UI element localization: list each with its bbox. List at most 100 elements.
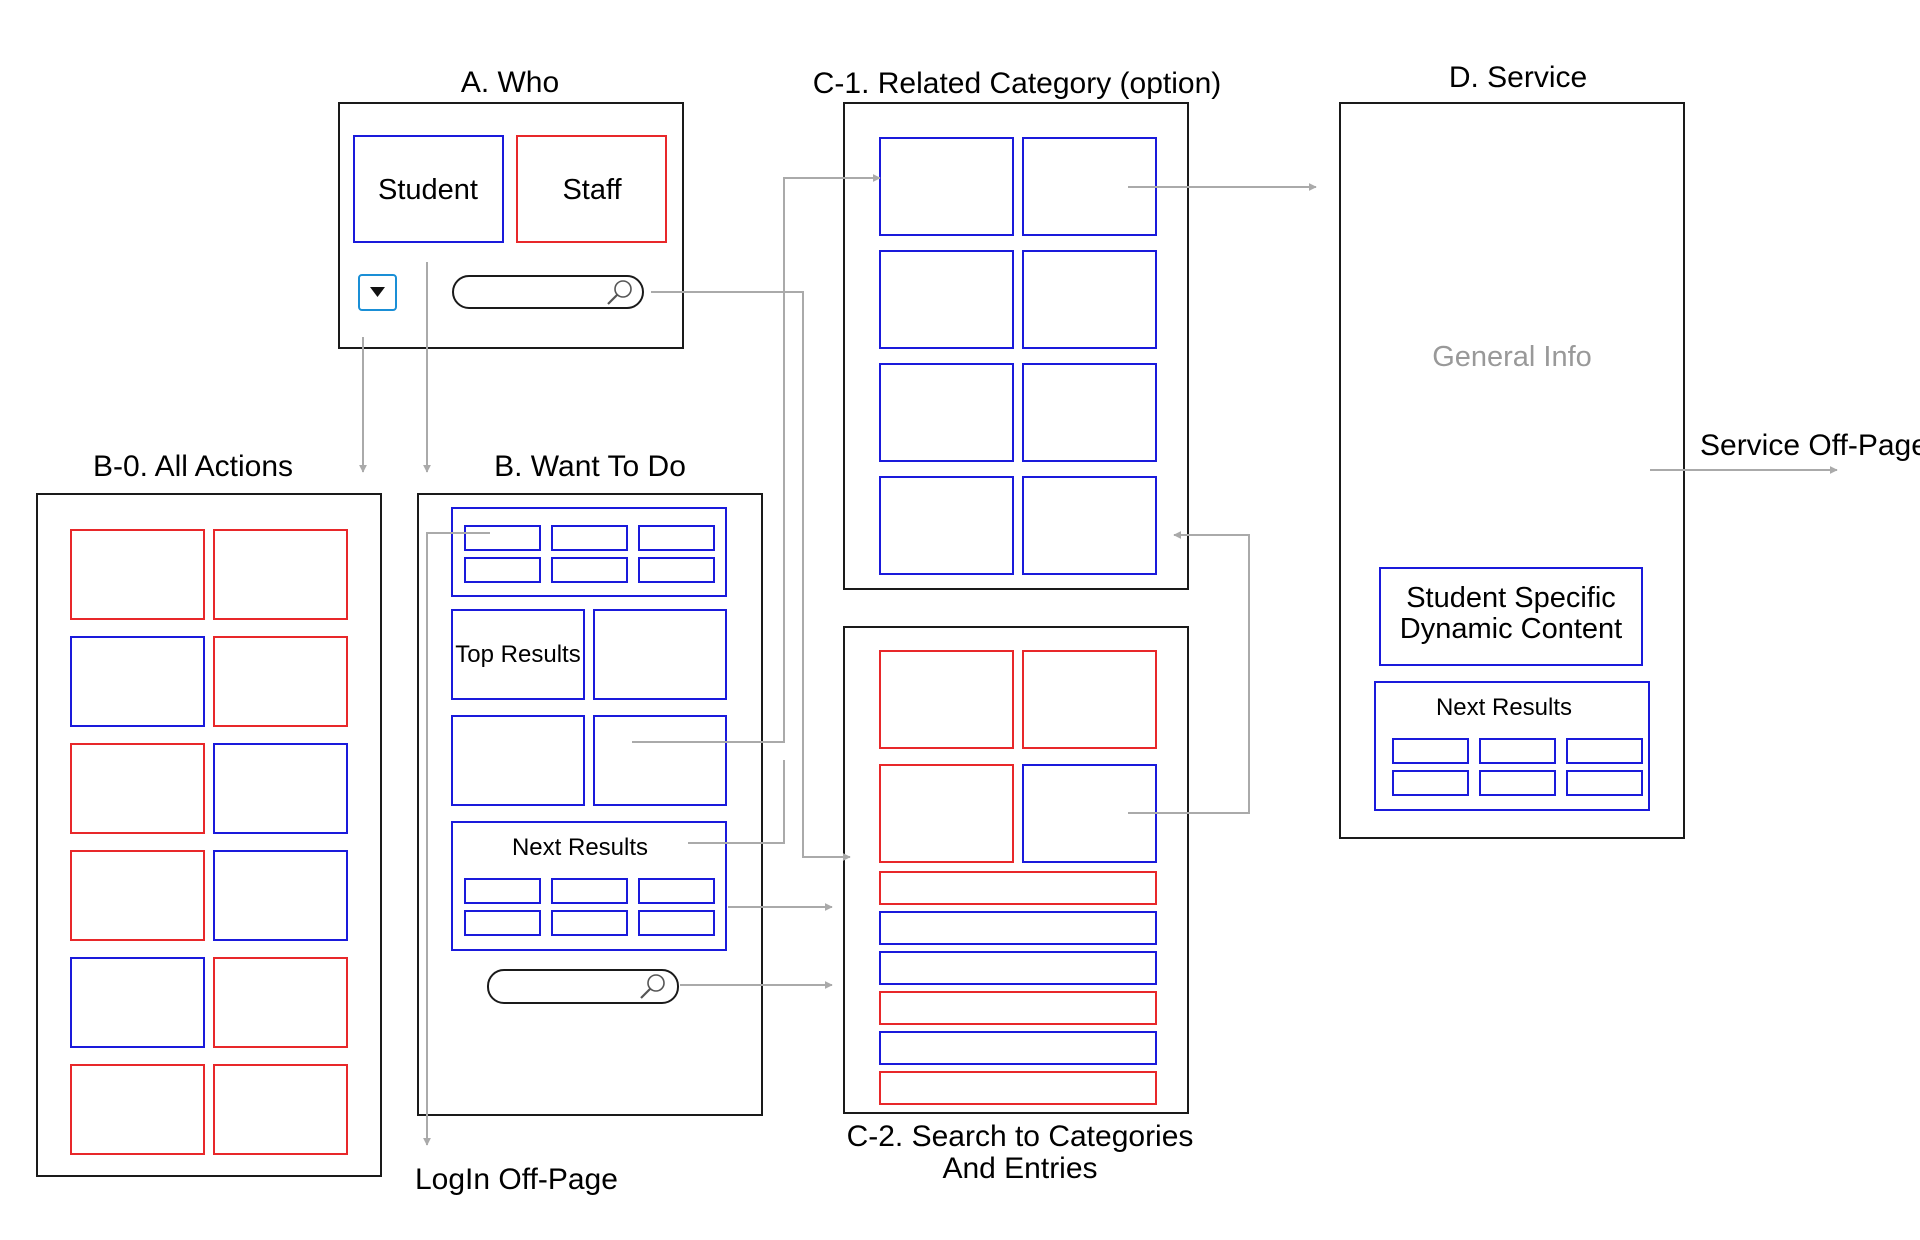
category-tile[interactable]: [879, 137, 1014, 236]
connectors: [359, 174, 1838, 1146]
search-input[interactable]: [452, 275, 644, 309]
want-to-do-frame: [417, 493, 763, 1116]
category-tile[interactable]: [879, 363, 1014, 462]
next-result-link[interactable]: [638, 910, 715, 936]
quick-link[interactable]: [551, 557, 628, 583]
category-tile[interactable]: [1022, 250, 1157, 349]
all-actions-frame: [36, 493, 382, 1177]
action-tile[interactable]: [213, 957, 348, 1048]
search-entry-rows: [879, 871, 1157, 1105]
search-results-title-line1: C-2. Search to Categories: [847, 1120, 1194, 1153]
all-actions-panel: [36, 493, 382, 1177]
general-info-label: General Info: [1432, 341, 1592, 373]
entry-row[interactable]: [879, 1031, 1157, 1065]
want-to-do-title: B. Want To Do: [494, 450, 686, 483]
next-result-link[interactable]: [638, 878, 715, 904]
quick-link[interactable]: [638, 525, 715, 551]
next-result-link[interactable]: [1479, 770, 1556, 796]
search-category-tiles: [879, 650, 1157, 863]
dynamic-content-line2: Dynamic Content: [1400, 613, 1622, 645]
action-tile[interactable]: [213, 743, 348, 834]
login-offpage-label: LogIn Off-Page: [415, 1163, 618, 1196]
entry-row[interactable]: [879, 991, 1157, 1025]
staff-card[interactable]: [516, 135, 667, 243]
want-to-do-search-bar[interactable]: [487, 969, 679, 1004]
student-card[interactable]: [353, 135, 504, 243]
top-result-card-4[interactable]: [593, 715, 727, 806]
action-tile[interactable]: [70, 1064, 205, 1155]
next-result-link[interactable]: [1566, 738, 1643, 764]
top-result-card-1[interactable]: [451, 609, 585, 700]
next-result-link[interactable]: [464, 910, 541, 936]
next-result-link[interactable]: [551, 910, 628, 936]
entry-row[interactable]: [879, 911, 1157, 945]
student-label: Student: [378, 174, 478, 206]
category-tile[interactable]: [879, 764, 1014, 863]
next-result-link[interactable]: [464, 878, 541, 904]
category-tile[interactable]: [1022, 476, 1157, 575]
top-results-label: Top Results: [455, 641, 580, 668]
all-actions-grid: [70, 529, 348, 1155]
who-search-bar[interactable]: [452, 275, 644, 309]
search-results-panel: [843, 626, 1189, 1114]
related-category-grid: [879, 137, 1157, 575]
all-actions-title: B-0. All Actions: [93, 450, 293, 483]
action-tile[interactable]: [213, 529, 348, 620]
quick-link[interactable]: [551, 525, 628, 551]
quick-link[interactable]: [638, 557, 715, 583]
action-tile[interactable]: [70, 957, 205, 1048]
next-results-links: [464, 878, 715, 936]
who-title: A. Who: [461, 66, 559, 99]
next-results-label: Next Results: [512, 834, 648, 861]
category-tile[interactable]: [879, 250, 1014, 349]
who-dropdown[interactable]: [358, 274, 397, 311]
search-icon: [640, 974, 665, 999]
top-result-card-3[interactable]: [451, 715, 585, 806]
category-tile[interactable]: [879, 650, 1014, 749]
action-tile[interactable]: [213, 850, 348, 941]
entry-row[interactable]: [879, 1071, 1157, 1105]
connector-quicklinks-to-login: [423, 532, 490, 1146]
dropdown-box[interactable]: [358, 274, 397, 311]
service-panel: General Info Student Specific Dynamic Co…: [1339, 102, 1685, 839]
action-tile[interactable]: [70, 529, 205, 620]
who-panel: Student Staff: [338, 102, 684, 349]
related-category-frame: [843, 102, 1189, 590]
next-result-link[interactable]: [1392, 770, 1469, 796]
service-next-results-group: [1374, 681, 1650, 811]
search-results-frame: [843, 626, 1189, 1114]
next-result-link[interactable]: [551, 878, 628, 904]
service-next-results-label: Next Results: [1436, 694, 1572, 721]
dynamic-content-line1: Student Specific: [1406, 582, 1616, 614]
dynamic-content-box: [1379, 567, 1643, 666]
quick-link[interactable]: [464, 525, 541, 551]
staff-label: Staff: [562, 174, 622, 206]
action-tile[interactable]: [70, 850, 205, 941]
service-offpage-label: Service Off-Page: [1700, 429, 1920, 462]
connector-next-results-up: [688, 760, 785, 844]
next-results-group: [451, 821, 727, 951]
category-tile[interactable]: [1022, 363, 1157, 462]
action-tile[interactable]: [70, 636, 205, 727]
next-result-link[interactable]: [1479, 738, 1556, 764]
quick-link[interactable]: [464, 557, 541, 583]
entry-row[interactable]: [879, 951, 1157, 985]
entry-row[interactable]: [879, 871, 1157, 905]
action-tile[interactable]: [70, 743, 205, 834]
next-result-link[interactable]: [1566, 770, 1643, 796]
service-title: D. Service: [1449, 61, 1587, 94]
search-results-title-line2: And Entries: [942, 1152, 1097, 1185]
category-tile[interactable]: [879, 476, 1014, 575]
quick-links-group: [451, 507, 727, 597]
search-input[interactable]: [487, 969, 679, 1004]
related-category-title: C-1. Related Category (option): [813, 67, 1222, 100]
next-result-link[interactable]: [1392, 738, 1469, 764]
action-tile[interactable]: [213, 636, 348, 727]
quick-links: [464, 525, 715, 583]
action-tile[interactable]: [213, 1064, 348, 1155]
connector-top-results-to-related: [632, 174, 881, 743]
category-tile[interactable]: [1022, 650, 1157, 749]
top-result-card-2[interactable]: [593, 609, 727, 700]
related-category-panel: [843, 102, 1189, 590]
